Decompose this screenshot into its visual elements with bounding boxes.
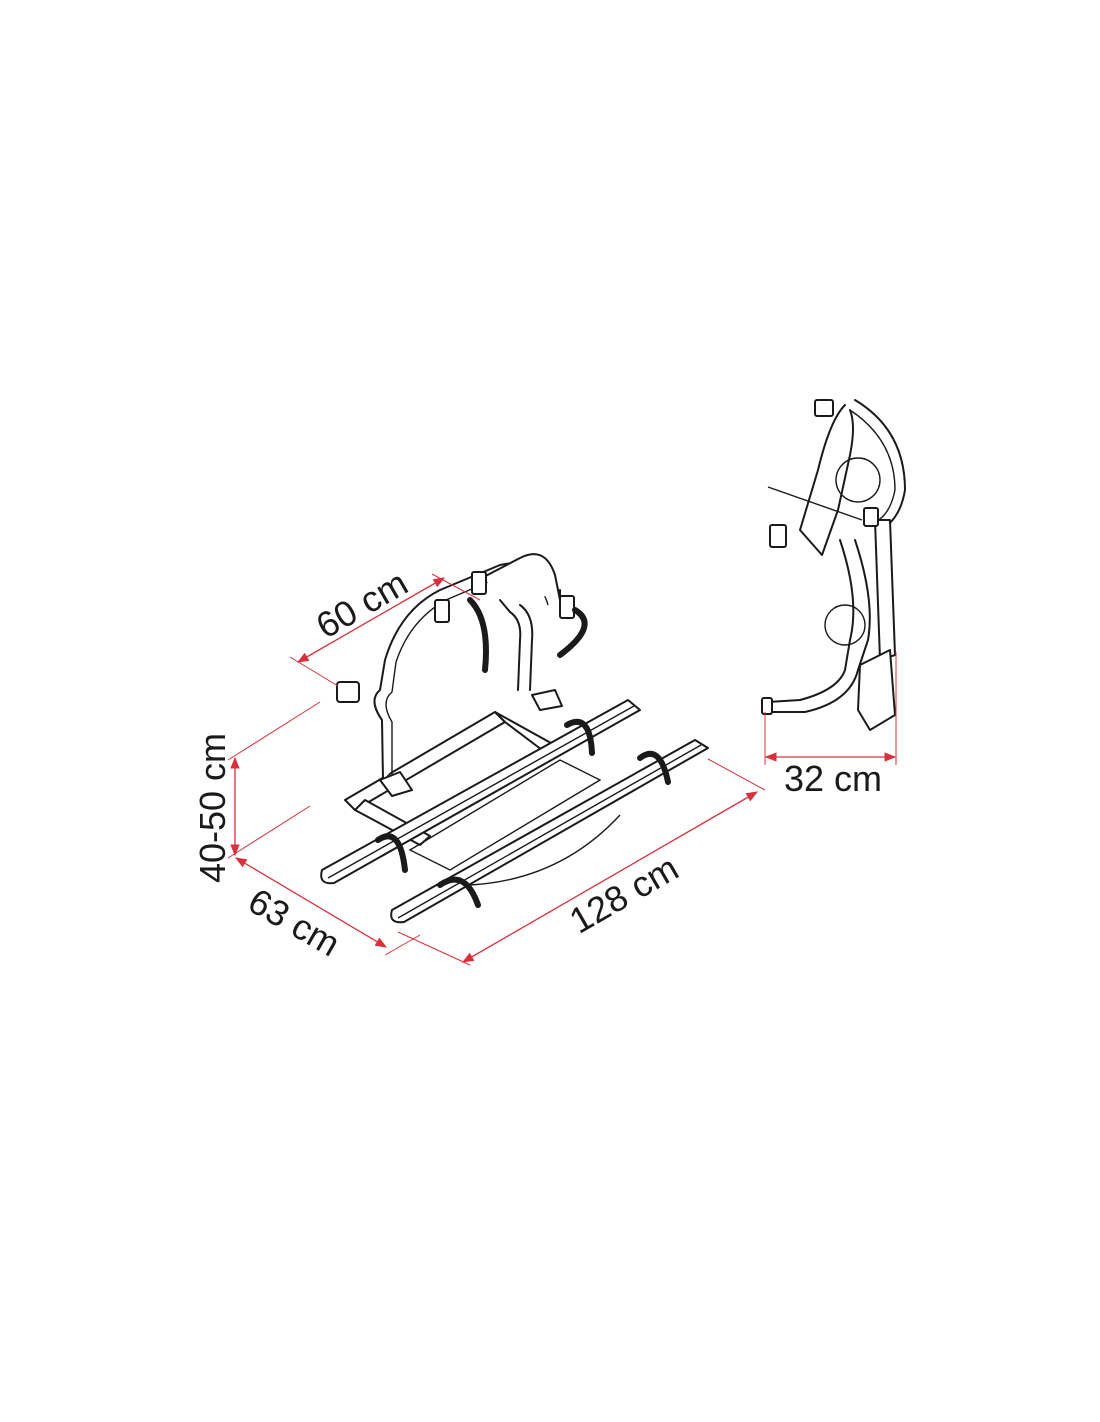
dimension-label-128cm: 128 cm: [562, 847, 685, 942]
dimension-label-40-50cm: 40-50 cm: [192, 733, 233, 883]
extension-line: [707, 758, 766, 791]
extension-line: [227, 701, 321, 761]
dimension-arrow: [234, 857, 388, 948]
dimension-arrow: [461, 791, 759, 963]
dimension-label-32cm: 32 cm: [784, 758, 882, 799]
extension-line: [384, 934, 421, 956]
dimension-arrow: [296, 577, 446, 663]
dimension-128cm: 128 cm: [397, 758, 766, 966]
extension-line: [397, 931, 471, 966]
dimension-40-50cm: 40-50 cm: [192, 701, 321, 883]
extension-line: [289, 656, 339, 687]
dimension-32cm: 32 cm: [764, 652, 897, 799]
rack-side-view: [761, 399, 906, 731]
extension-line: [227, 805, 311, 859]
